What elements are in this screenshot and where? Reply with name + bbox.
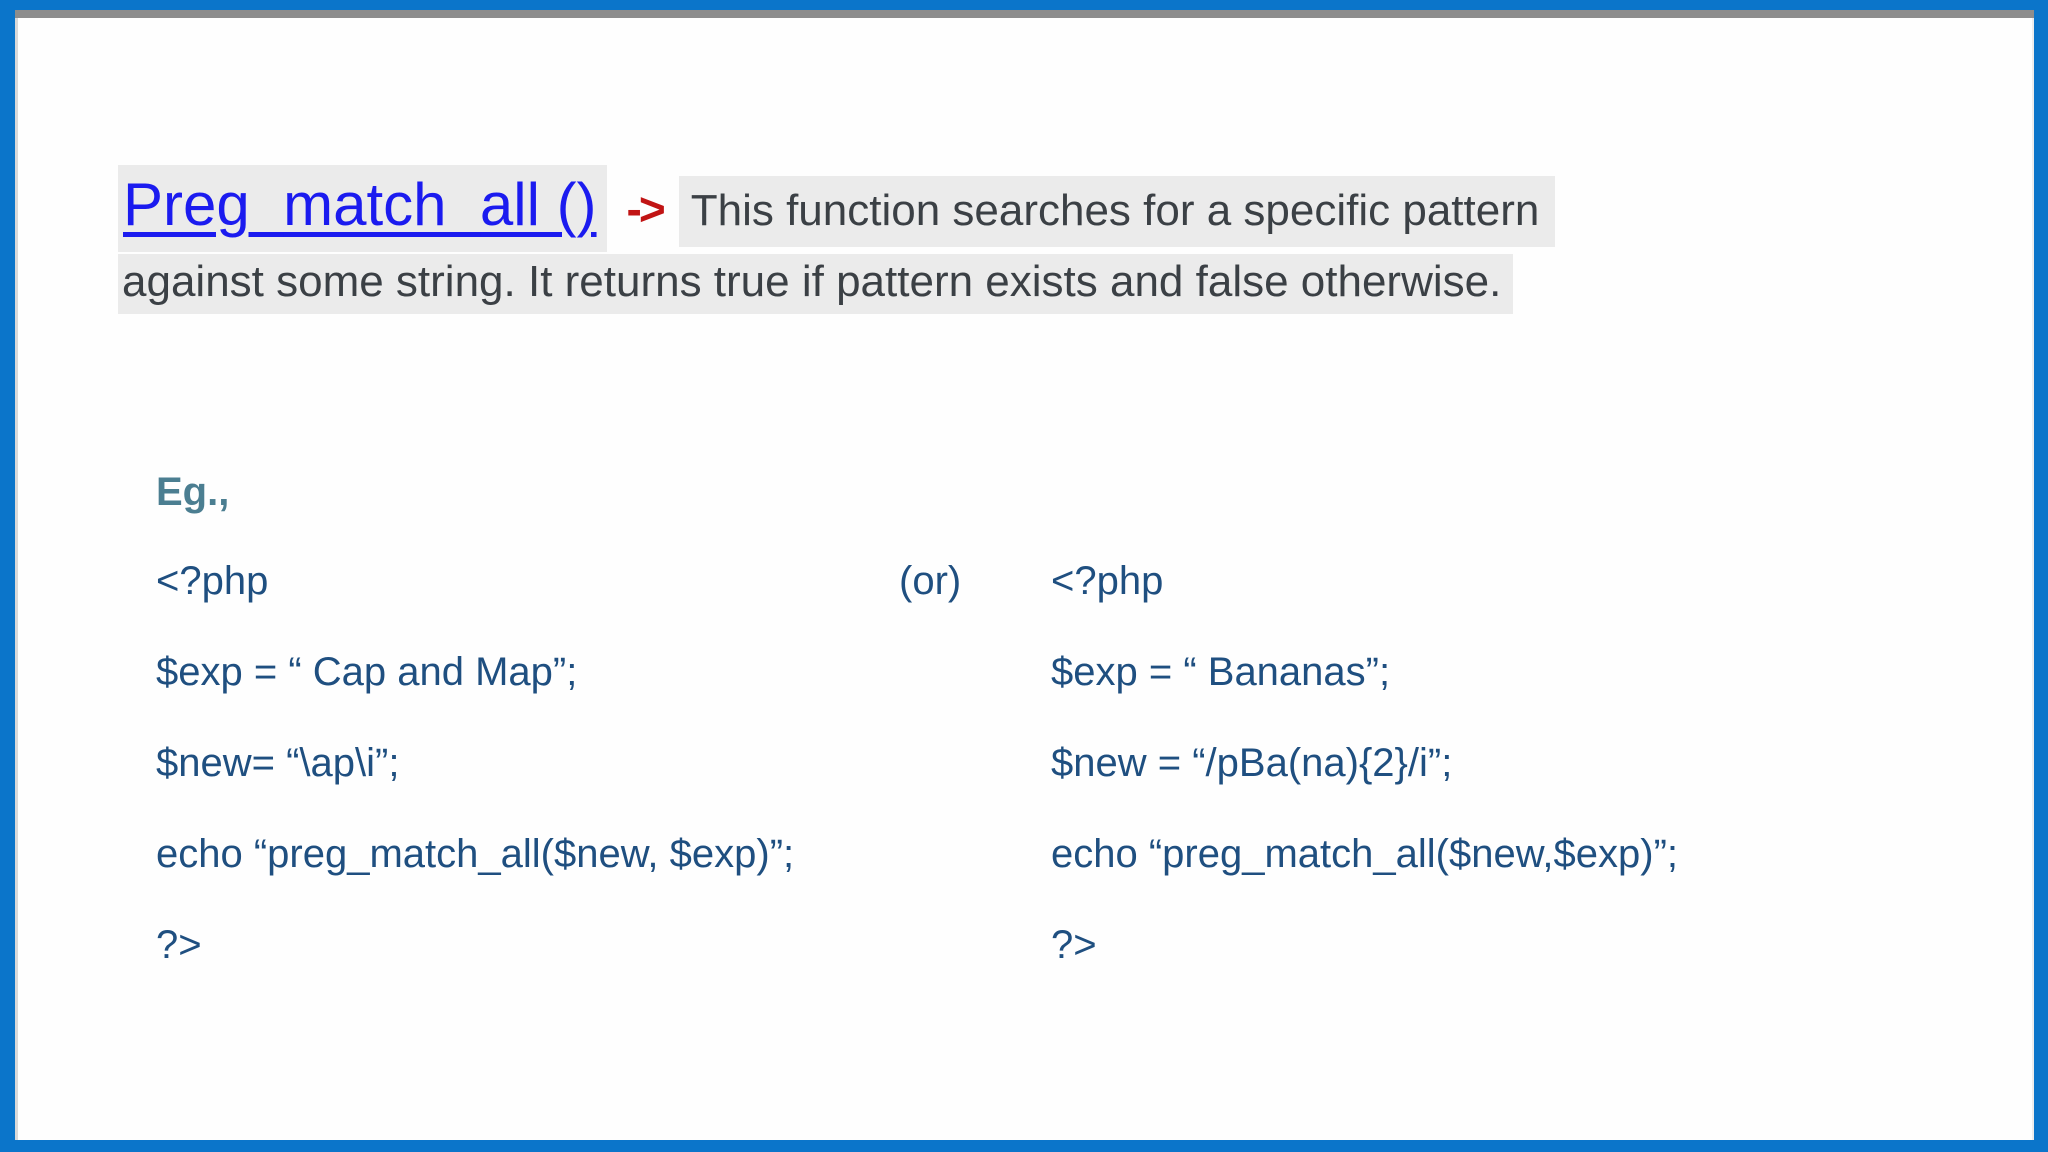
code-line: $exp = “ Bananas”; xyxy=(1051,650,1391,694)
code-line: ?> xyxy=(1051,923,1097,967)
description-line2: against some string. It returns true if … xyxy=(118,254,1514,314)
code-line: echo “preg_match_all($new,$exp)”; xyxy=(1051,832,1679,876)
code-line: $new = “/pBa(na){2}/i”; xyxy=(1051,741,1453,785)
code-block-right: <?php $exp = “ Bananas”; $new = “/pBa(na… xyxy=(1051,556,1678,1011)
title-link[interactable]: Preg_match_all () xyxy=(118,165,607,252)
code-line: $exp = “ Cap and Map”; xyxy=(156,650,578,694)
header-line1: Preg_match_all () ->This function searche… xyxy=(118,165,1556,253)
description-line1: This function searches for a specific pa… xyxy=(678,176,1556,247)
or-label: (or) xyxy=(899,559,962,603)
header-line2: against some string. It returns true if … xyxy=(118,254,1514,316)
code-line: ?> xyxy=(156,923,202,967)
code-line: $new= “\ap\i”; xyxy=(156,741,400,785)
arrow-right-icon: -> xyxy=(626,183,666,235)
eg-label: Eg., xyxy=(156,470,230,514)
code-line: echo “preg_match_all($new, $exp)”; xyxy=(156,832,795,876)
code-block-left: <?php $exp = “ Cap and Map”; $new= “\ap\… xyxy=(156,556,794,1011)
code-line: <?php xyxy=(156,559,269,603)
code-line: <?php xyxy=(1051,559,1164,603)
slide: Preg_match_all () ->This function searche… xyxy=(15,10,2034,1140)
